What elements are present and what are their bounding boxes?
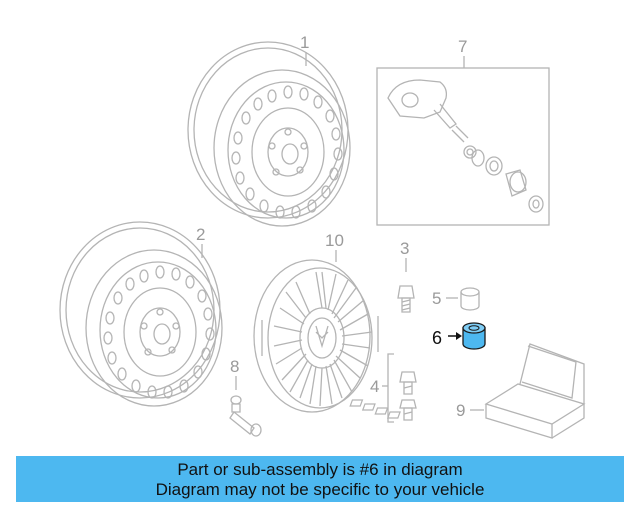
part-10-wheel-cover[interactable] [253,250,379,413]
part-5-cap[interactable] [446,287,480,311]
callout-1: 1 [300,33,309,52]
part-6-cap-highlighted[interactable] [448,322,486,350]
callout-6-highlighted: 6 [432,328,442,348]
callout-4: 4 [370,377,379,396]
callout-5: 5 [432,289,441,308]
callout-10: 10 [325,231,344,250]
banner-line-part: Part or sub-assembly is #6 in diagram [177,460,463,479]
part-2-steel-wheel[interactable] [59,221,223,407]
part-8-valve-stem[interactable] [229,376,262,437]
callout-2: 2 [196,225,205,244]
callout-8: 8 [230,357,239,376]
part-4-bolt-set[interactable] [382,353,417,423]
callout-3: 3 [400,239,409,258]
part-9-kit-case[interactable] [349,343,586,439]
part-7-tpms-sensor-kit[interactable] [376,56,550,226]
callout-7: 7 [458,37,467,56]
info-banner: Part or sub-assembly is #6 in diagram Di… [16,456,624,502]
part-3-wheel-bolt[interactable] [397,258,415,313]
banner-line-disclaimer: Diagram may not be specific to your vehi… [155,480,485,499]
part-1-steel-wheel[interactable] [187,41,351,227]
callout-9: 9 [456,401,465,420]
